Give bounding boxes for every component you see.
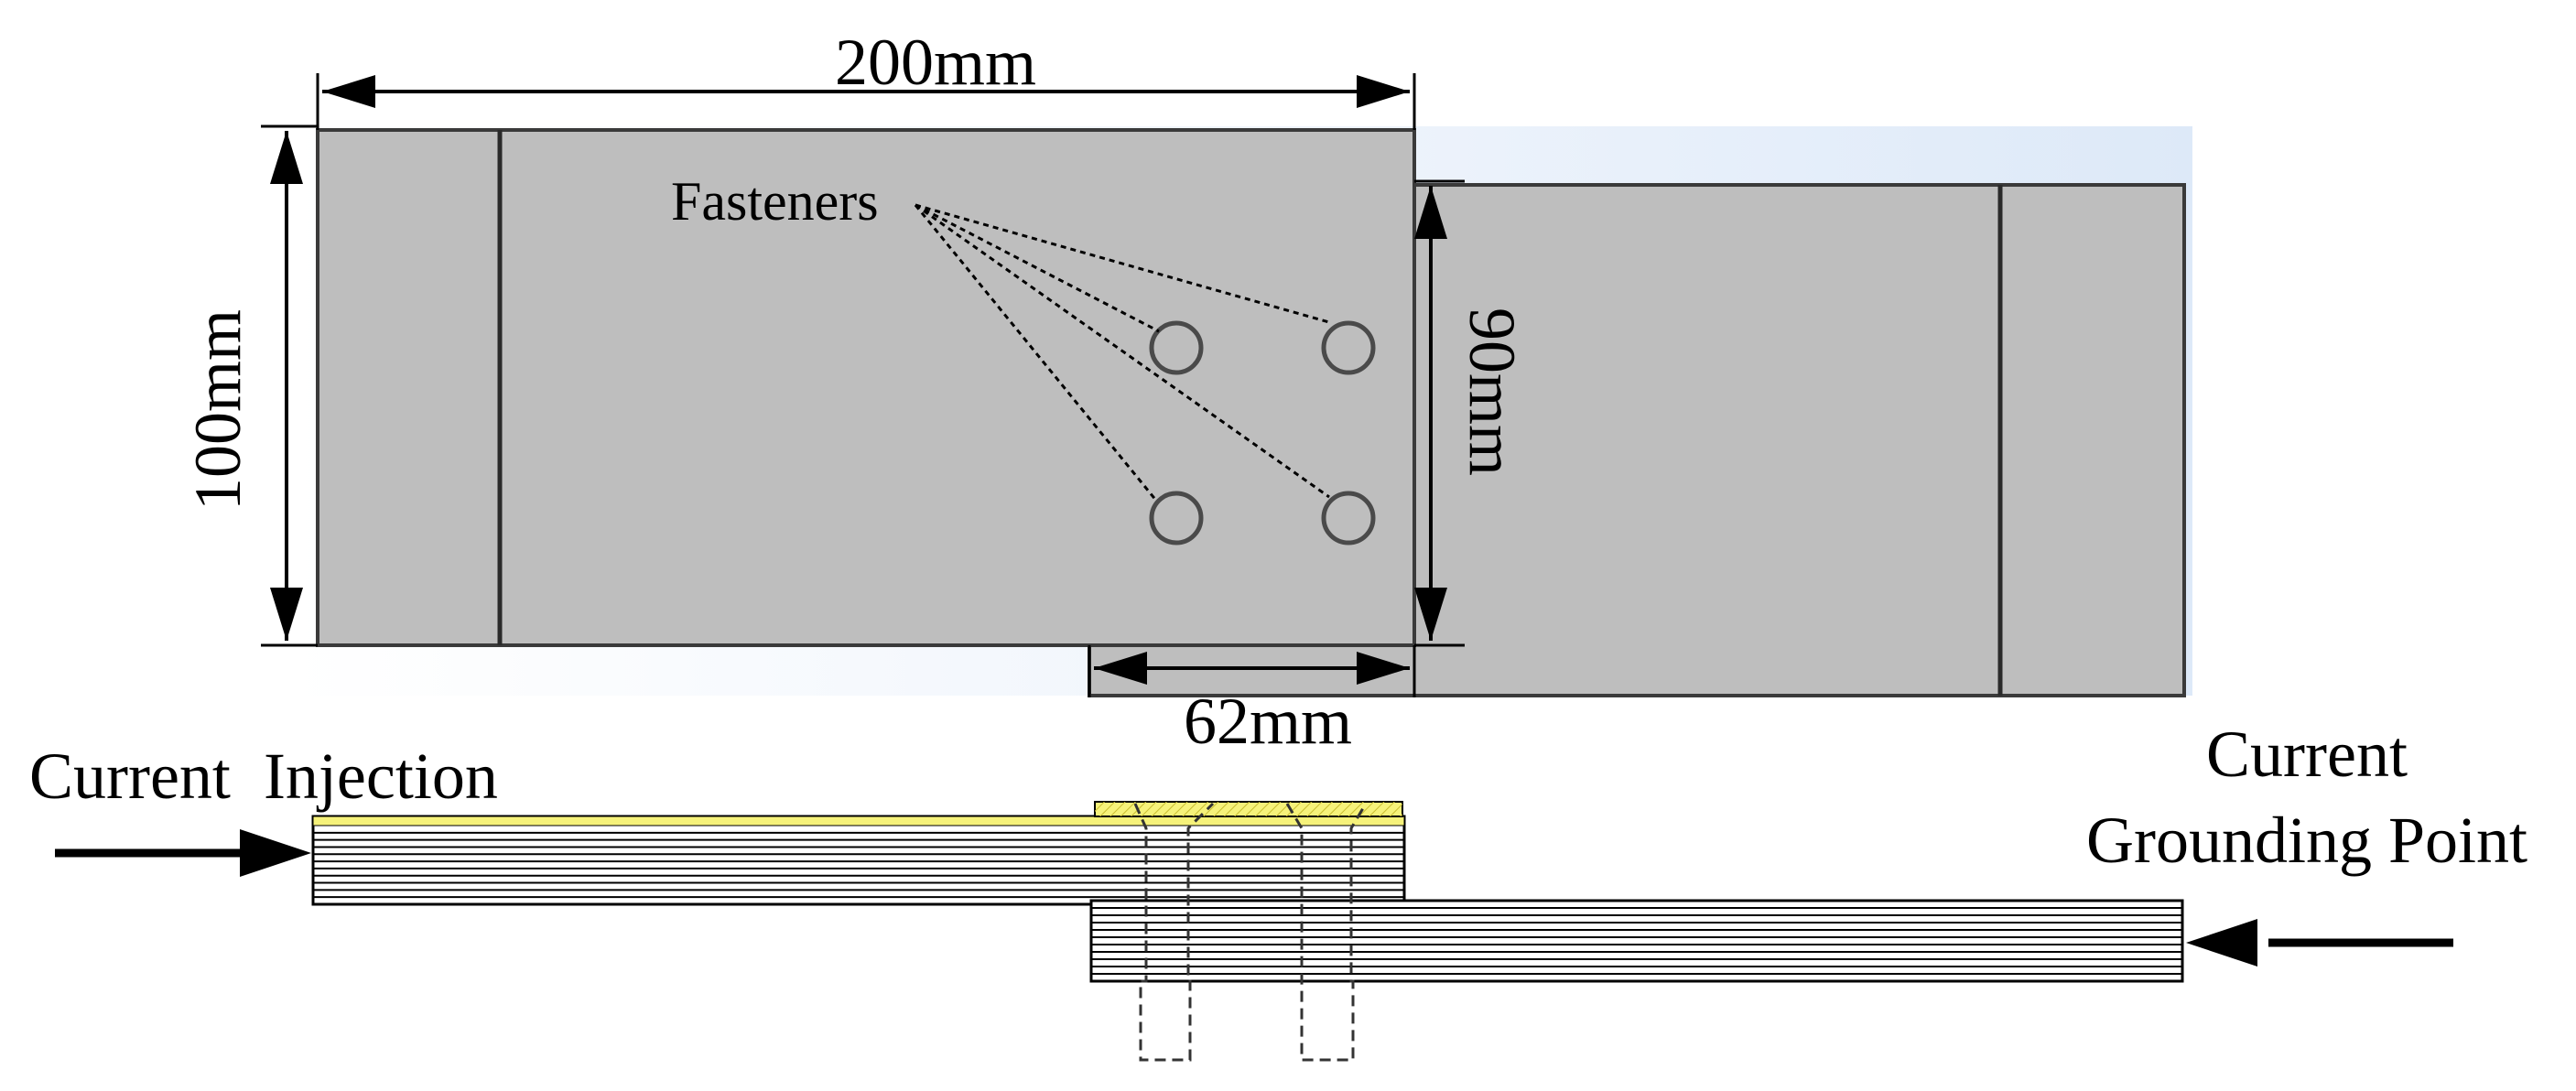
dim-62mm-label: 62mm [1184, 685, 1352, 758]
lower-laminate [1089, 899, 2184, 983]
fastener-hole [1149, 320, 1204, 375]
fastener-hole [1321, 491, 1376, 546]
grounding-label-line2: Grounding Point [2086, 804, 2527, 877]
fasteners-label: Fasteners [671, 171, 879, 232]
dim-90mm-label: 90mm [1456, 308, 1529, 476]
fastener-hole [1321, 320, 1376, 375]
upper-laminate [311, 815, 1406, 906]
injection-arrow [55, 829, 311, 877]
dim-90mm [1414, 179, 1465, 647]
current-injection-label: Current Injection [29, 740, 498, 813]
grounding-arrow [2186, 919, 2453, 967]
grounding-label-line1: Current [2206, 718, 2408, 791]
fastener-shank [1133, 802, 1215, 1062]
top-view: Fasteners 200mm 100mm 90mm [181, 26, 2192, 758]
upper-surface-layer [312, 816, 1405, 826]
left-plate [316, 128, 1416, 647]
fastener-leaders [914, 203, 1330, 502]
fastener-holes [1149, 320, 1376, 546]
fastener-hole [1149, 491, 1204, 546]
fastener-shank [1285, 803, 1368, 1062]
fastener-head-plate [1094, 801, 1403, 817]
fastener-shanks [1133, 802, 1368, 1062]
dim-100mm [261, 124, 318, 647]
dim-200mm-label: 200mm [835, 26, 1036, 99]
dim-62mm [1088, 645, 1416, 697]
dim-100mm-label: 100mm [181, 309, 254, 511]
side-view: Current Injection Current Grounding Poin… [29, 718, 2527, 1062]
dim-200mm [316, 73, 1416, 130]
